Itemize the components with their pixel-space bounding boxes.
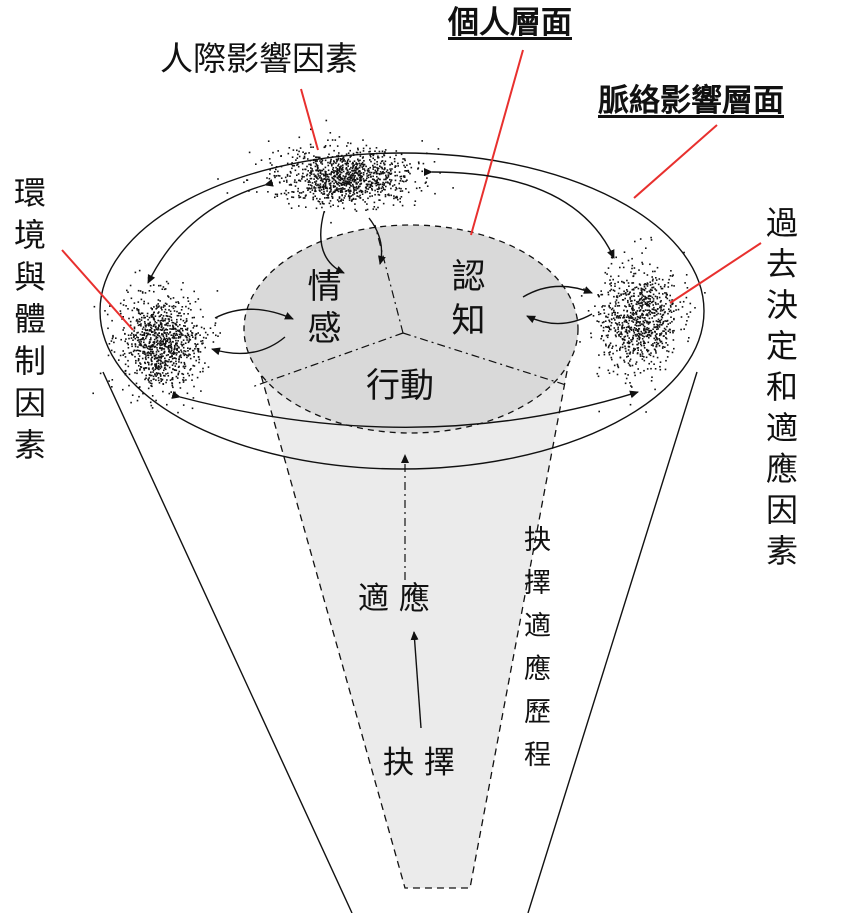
- label-past-decision: 過去決定和適應因素: [761, 206, 799, 575]
- label-cognition: 認知: [445, 258, 485, 346]
- leader-line-contextual: [633, 124, 718, 199]
- loop-arrow-right-lower: [526, 313, 593, 325]
- rim-arrow-top-left: [147, 178, 274, 284]
- flow-arrow-choice-to-adapt: [410, 631, 422, 729]
- leader-line-past-decision: [669, 242, 762, 304]
- environment-cluster: [92, 269, 221, 414]
- rim-arrow-bottom: [171, 390, 639, 428]
- outer-rim: [99, 152, 705, 470]
- label-interpersonal: 人際影響因素: [160, 39, 358, 78]
- label-emotion: 情感: [301, 268, 341, 352]
- loop-arrow-top-left: [320, 211, 345, 274]
- leader-line-environment: [61, 249, 134, 331]
- loop-arrow-left-upper: [214, 308, 294, 320]
- label-adaptation: 適 應: [358, 581, 430, 617]
- interpersonal-cluster: [217, 119, 454, 224]
- label-behavior: 行動: [366, 366, 434, 406]
- individual-level-ellipse: [243, 224, 579, 434]
- leader-line-personal: [470, 49, 524, 236]
- division-line-right: [402, 332, 567, 386]
- leader-line-interpersonal: [300, 88, 319, 151]
- rim-arrow-top-right: [423, 167, 615, 259]
- label-choice: 抉 擇: [383, 745, 455, 781]
- outer-cone-right-edge: [527, 371, 698, 913]
- past-decision-cluster: [579, 236, 706, 413]
- label-contextual-level: 脈絡影響層面: [598, 83, 784, 119]
- outer-cone-left-edge: [102, 371, 353, 913]
- division-line-top: [374, 224, 404, 334]
- label-personal-level: 個人層面: [448, 5, 572, 41]
- loop-arrow-top-right: [368, 217, 386, 265]
- label-environment-system: 環境與體制因素: [9, 176, 47, 470]
- label-process: 抉擇適應歷程: [519, 525, 550, 783]
- division-line-left: [251, 332, 404, 388]
- loop-arrow-left-lower: [211, 336, 286, 356]
- loop-arrow-right-upper: [522, 285, 593, 298]
